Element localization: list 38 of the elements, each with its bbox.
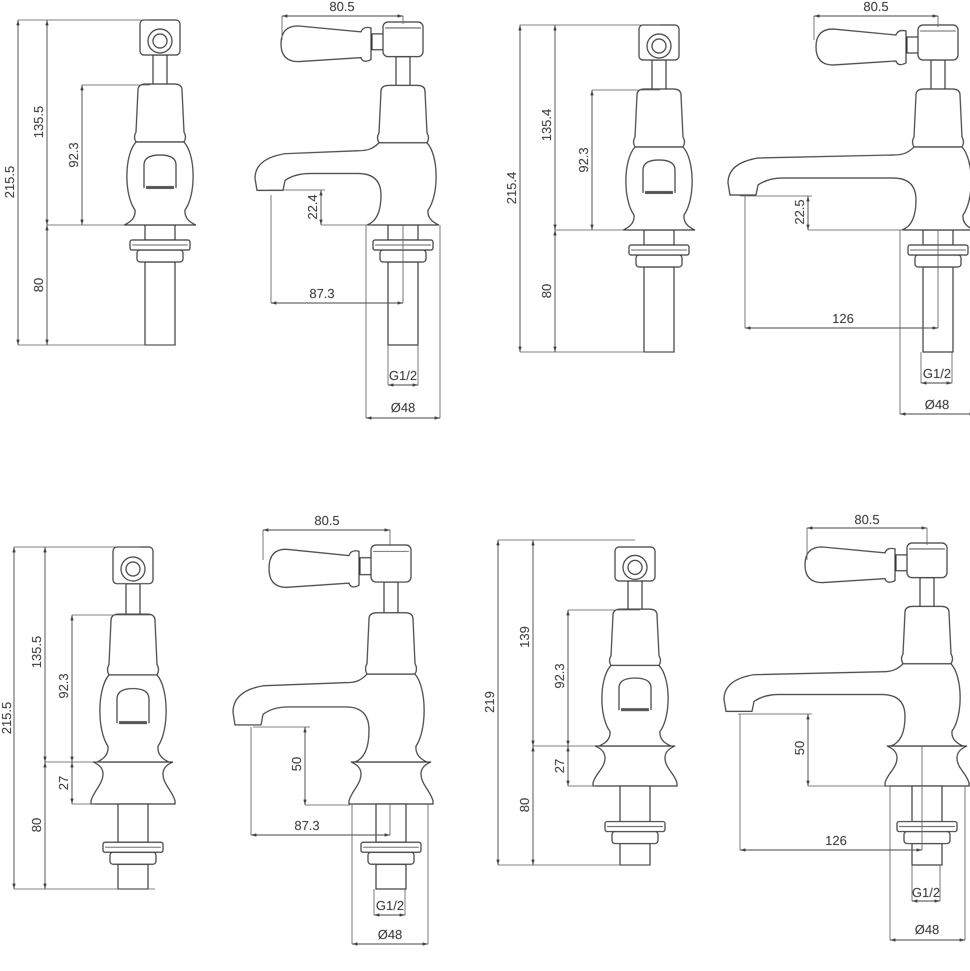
dimension-value: 215.4	[505, 172, 519, 204]
dimension-value: 215.5	[3, 166, 17, 198]
dimension-value: 80.5	[314, 514, 340, 528]
dimension-value: 135.5	[30, 636, 44, 668]
dimension-value: 92.3	[67, 142, 81, 168]
dimension-value: Ø48	[390, 401, 416, 415]
dimension-value: 50	[793, 740, 807, 756]
dimension-value: 219	[483, 691, 497, 713]
dimension-value: 80	[30, 818, 44, 832]
dimension-value: G1/2	[922, 367, 952, 381]
dimension-value: Ø48	[924, 398, 950, 412]
dimension-value: 80.5	[863, 0, 889, 14]
dimension-value: 80	[518, 798, 532, 812]
dimension-value: 135.5	[32, 106, 46, 138]
dimension-value: G1/2	[376, 899, 404, 913]
dimension-value: 92.3	[553, 663, 567, 689]
dimension-value: 92.3	[577, 147, 591, 173]
dimension-value: G1/2	[912, 886, 940, 900]
dimension-value: 135.4	[540, 108, 554, 142]
dimension-value: 126	[832, 312, 854, 326]
dimension-value: 139	[518, 626, 532, 648]
dimension-value: 80	[540, 284, 554, 298]
dimension-value: 27	[57, 776, 71, 790]
dimension-value: 80	[32, 278, 46, 292]
dimension-value: 87.3	[294, 819, 320, 833]
dimension-value: 27	[553, 758, 567, 774]
dimension-value: 50	[290, 756, 304, 772]
dimension-value: Ø48	[914, 923, 940, 937]
dimension-value: 92.3	[57, 673, 71, 699]
dimension-value: 215.5	[0, 702, 14, 734]
dimension-value: 126	[825, 834, 847, 848]
dimension-value: 80.5	[329, 0, 355, 14]
dimension-value: 80.5	[854, 513, 880, 527]
dimension-value: 87.3	[309, 287, 335, 301]
dimension-value: 22.4	[306, 194, 320, 220]
dimension-value: G1/2	[388, 369, 418, 383]
dimension-value: 22.5	[793, 199, 807, 225]
dimension-value: Ø48	[378, 928, 402, 942]
